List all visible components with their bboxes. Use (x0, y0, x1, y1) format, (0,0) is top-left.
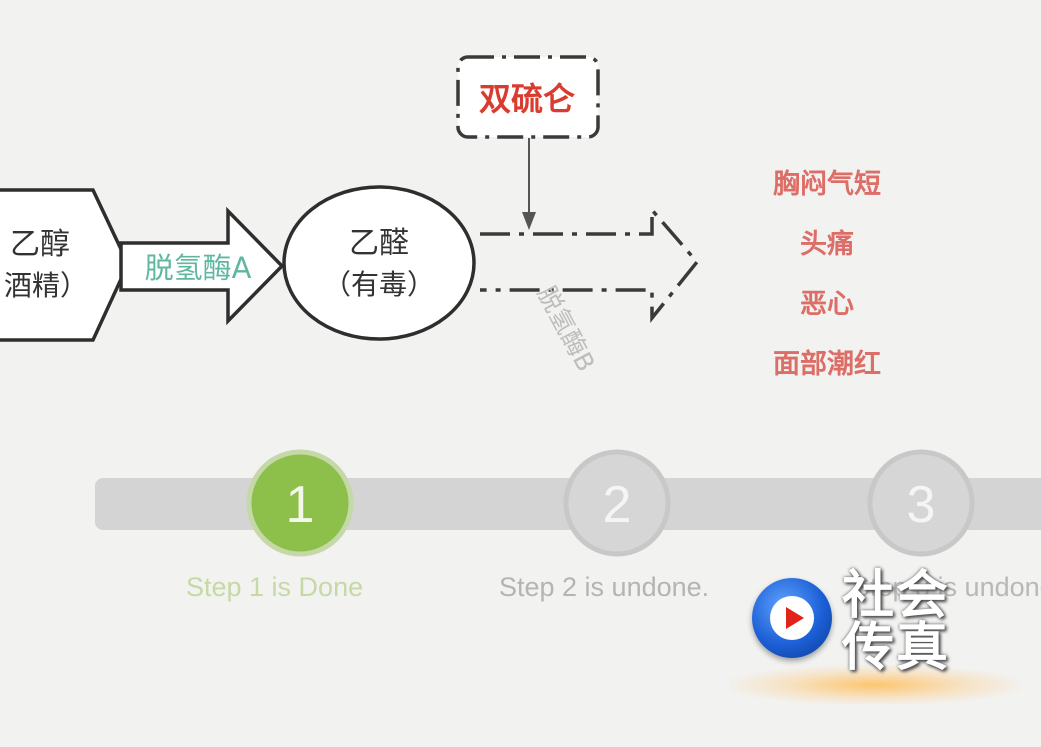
symptom-facial-flushing: 面部潮红 (773, 349, 881, 380)
step-2-label: Step 2 is undone. (499, 572, 710, 602)
step-1-circle (246, 449, 354, 557)
enzyme-b-label: 脱氢酶B (532, 281, 601, 376)
symptom-nausea: 恶心 (800, 289, 854, 320)
channel-logo: 社会 传真 (730, 570, 1030, 720)
play-icon (770, 596, 814, 640)
step-3-number: 3 (907, 476, 936, 534)
inhibitor-label: 双硫仑 (479, 80, 575, 118)
inhibition-arrow-head (522, 212, 536, 230)
step-2-number: 2 (603, 476, 632, 534)
symptom-headache: 头痛 (800, 229, 854, 260)
logo-text: 社会 传真 (842, 566, 951, 678)
step-1-number: 1 (286, 476, 315, 534)
acetaldehyde-sublabel: （有毒） (323, 268, 435, 301)
logo-glow (730, 665, 1020, 705)
enzyme-a-arrow (119, 206, 285, 326)
logo-badge-icon (752, 578, 832, 658)
inhibitor-box (456, 55, 600, 139)
ethanol-sublabel: 酒精） (4, 269, 88, 302)
ethanol-node (0, 188, 130, 342)
step-1-label: Step 1 is Done (186, 572, 364, 602)
step-2-circle (563, 449, 671, 557)
step-3-circle (867, 449, 975, 557)
enzyme-a-label: 脱氢酶A (145, 251, 252, 285)
ethanol-label: 乙醇 (10, 227, 70, 262)
acetaldehyde-node (282, 185, 476, 341)
symptom-chest-tightness: 胸闷气短 (773, 169, 881, 200)
acetaldehyde-label: 乙醛 (349, 226, 409, 261)
enzyme-b-blocked-arrow (480, 205, 700, 323)
step-3-label: Step 3 is undone (852, 572, 1041, 602)
